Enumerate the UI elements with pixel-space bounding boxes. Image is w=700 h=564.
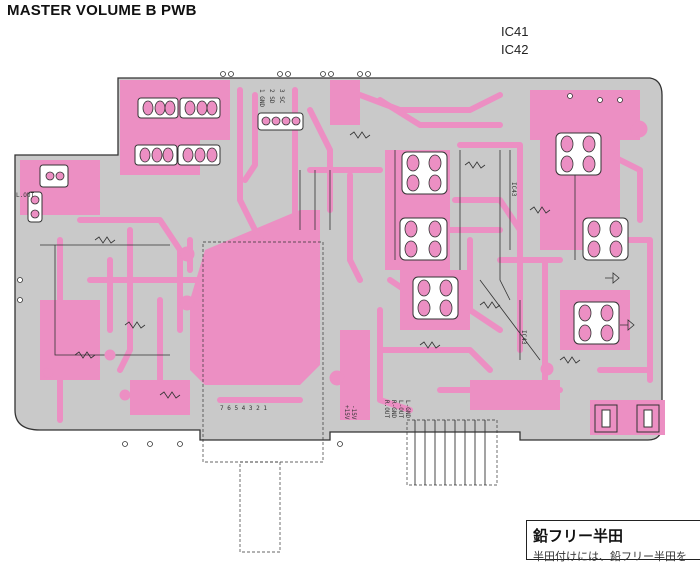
ic43-label: IC43 bbox=[510, 182, 517, 197]
connector-left-label: L.OUT bbox=[16, 192, 34, 199]
ic41-label: IC41 bbox=[501, 24, 529, 39]
pcb-traces bbox=[57, 87, 653, 423]
terminal-pads bbox=[594, 404, 660, 433]
connector-top-label: 1 GND bbox=[258, 89, 265, 107]
svg-text:+15V: +15V bbox=[343, 405, 350, 420]
svg-text:R-GND: R-GND bbox=[390, 400, 397, 418]
pins-bottom-label: 7 6 5 4 3 2 1 bbox=[220, 405, 267, 412]
ic42-label: IC42 bbox=[501, 42, 529, 57]
edge-holes bbox=[17, 71, 623, 447]
lead-free-badge: 鉛フリー半田 半田付けには、鉛フリー半田を bbox=[526, 520, 700, 563]
svg-text:3 SC: 3 SC bbox=[278, 89, 285, 104]
svg-text:L-GND: L-GND bbox=[404, 400, 411, 418]
diagram-title: MASTER VOLUME B PWB bbox=[7, 2, 197, 19]
component-outlines bbox=[202, 241, 498, 553]
badge-title: 鉛フリー半田 bbox=[533, 527, 624, 545]
connector-leads bbox=[414, 420, 486, 485]
board-text: IC43 IC43 L.OUT 1 GND 2 SD 3 SC 7 6 5 4 … bbox=[16, 89, 527, 420]
badge-subtitle: 半田付けには、鉛フリー半田を bbox=[533, 550, 687, 563]
small-components bbox=[74, 131, 635, 399]
connector-right-label: R.OUT bbox=[383, 400, 390, 418]
svg-text:IC43: IC43 bbox=[520, 330, 527, 345]
round-pads bbox=[42, 120, 648, 401]
svg-text:L-OUT: L-OUT bbox=[397, 400, 404, 418]
svg-text:-15V: -15V bbox=[350, 405, 357, 420]
svg-text:2 SD: 2 SD bbox=[268, 89, 275, 104]
pad-holes bbox=[30, 100, 623, 342]
